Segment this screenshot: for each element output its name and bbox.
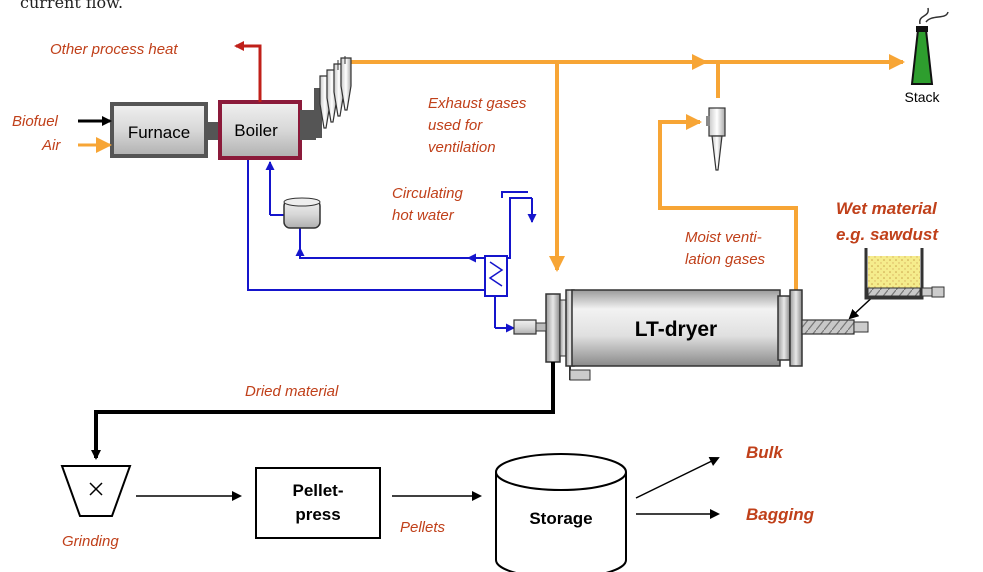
pellets-label: Pellets (400, 519, 446, 536)
wet-material-label-line1: Wet material (836, 199, 938, 218)
wet-material-hopper (864, 248, 945, 300)
air-label: Air (41, 137, 61, 154)
bagging-label: Bagging (746, 505, 815, 524)
top-caption-fragment: current flow. (20, 0, 123, 12)
moist-label-line2: lation gases (685, 251, 766, 268)
boiler-label: Boiler (234, 121, 278, 140)
expansion-tank (283, 197, 321, 229)
grinder (60, 465, 132, 517)
hot-water-lines (247, 160, 537, 333)
pellet-press-label-line1: Pellet- (292, 481, 343, 500)
stack-label: Stack (904, 89, 940, 105)
pellet-press: Pellet- press (255, 467, 381, 539)
furnace-label: Furnace (128, 123, 190, 142)
boiler-unit: Boiler (218, 100, 316, 160)
pellet-press-label-line2: press (295, 505, 340, 524)
stack-chimney: Stack (904, 7, 949, 105)
lt-dryer-label: LT-dryer (635, 318, 717, 341)
dried-material-line (91, 362, 555, 460)
furnace-unit: Furnace (110, 102, 222, 158)
exhaust-label-line1: Exhaust gases (428, 95, 527, 112)
circulating-label-line1: Circulating (392, 185, 464, 202)
process-heat-arrow (234, 41, 262, 102)
other-process-heat-label: Other process heat (50, 41, 178, 58)
exhaust-label-line2: used for (428, 117, 483, 134)
exhaust-label-line3: ventilation (428, 139, 496, 156)
dried-material-label: Dried material (245, 383, 339, 400)
exhaust-gas-lines (345, 54, 905, 290)
lt-dryer: LT-dryer (545, 289, 803, 381)
grinding-label: Grinding (62, 533, 119, 550)
inlet-fan (513, 319, 547, 335)
bulk-label: Bulk (746, 443, 784, 462)
biofuel-label: Biofuel (12, 113, 59, 130)
moist-label-line1: Moist venti- (685, 229, 762, 246)
boiler-cyclones (314, 56, 352, 138)
heat-exchanger (484, 255, 508, 297)
wet-material-label-line2: e.g. sawdust (836, 225, 939, 244)
exhaust-cyclone (706, 107, 726, 171)
storage-label: Storage (529, 509, 592, 528)
storage-silo: Storage (495, 453, 627, 572)
circulating-label-line2: hot water (392, 207, 455, 224)
bulk-arrow (635, 457, 720, 499)
